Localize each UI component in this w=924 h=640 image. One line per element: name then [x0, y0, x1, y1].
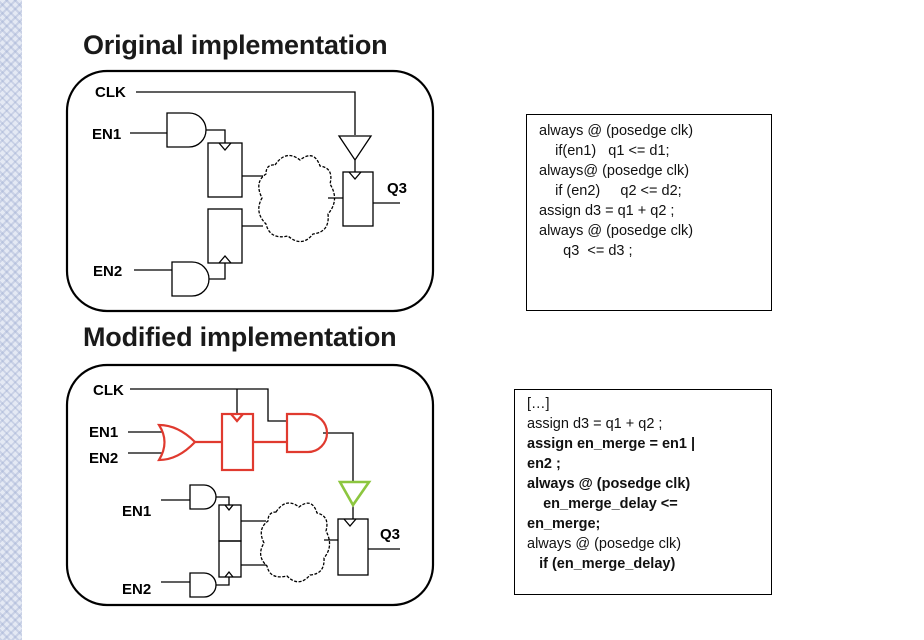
clk-wire [136, 91, 356, 135]
and-gate-en1 [189, 484, 217, 510]
clock-pin [230, 413, 244, 423]
code-line: always @ (posedge clk) [539, 223, 694, 239]
flop-en-merge-delay [220, 412, 255, 472]
original-frame [65, 69, 435, 313]
and-gate-en2 [171, 261, 210, 297]
en1-label: EN1 [92, 126, 121, 143]
code-line: assign d3 = q1 + q2 ; [539, 203, 675, 219]
en2-label: EN2 [89, 450, 118, 467]
added-clock-gating-logic [156, 412, 329, 472]
code-line: assign en_merge = en1 | [527, 436, 696, 452]
clock-pin [348, 171, 362, 180]
logic-cloud [260, 502, 331, 583]
wire [216, 577, 230, 586]
wire [241, 520, 338, 566]
q3-label: Q3 [387, 180, 407, 197]
clock-buffer [337, 480, 372, 508]
flop-q2 [218, 540, 242, 578]
flop-q1 [207, 142, 243, 198]
wire [206, 129, 226, 143]
original-circuit [65, 69, 435, 313]
code-line: if (en2) q2 <= d2; [539, 183, 682, 199]
clock-buffer [337, 135, 373, 162]
code-line: en2 ; [527, 456, 561, 472]
en1-label: EN1 [89, 424, 118, 441]
clock-pin [218, 255, 232, 264]
clk-wire [130, 388, 287, 422]
code-line: if (en_merge_delay) [527, 556, 676, 572]
or-gate-en-merge [156, 423, 197, 462]
slide-side-stripe [0, 0, 22, 640]
modified-heading: Modified implementation [83, 322, 397, 352]
code-line: en_merge; [527, 516, 601, 532]
code-line: en_merge_delay <= [527, 496, 678, 512]
wire [216, 496, 230, 505]
q3-label: Q3 [380, 526, 400, 543]
en1-label: EN1 [122, 503, 151, 520]
modified-frame [65, 363, 435, 607]
modified-code: […] assign d3 = q1 + q2 ; assign en_merge … [527, 394, 771, 574]
wire [209, 263, 226, 280]
wire [242, 175, 343, 227]
en-wires [128, 431, 162, 454]
code-line: always @ (posedge clk) [539, 123, 694, 139]
code-line: assign d3 = q1 + q2 ; [527, 416, 663, 432]
clock-pin [224, 570, 234, 578]
clock-pin [343, 518, 357, 527]
code-line: always @ (posedge clk) [527, 536, 682, 552]
flop-q1 [218, 504, 242, 542]
modified-code-box: […] assign d3 = q1 + q2 ; assign en_merge … [514, 389, 772, 595]
flop-q3 [342, 171, 374, 227]
clock-pin [224, 504, 234, 512]
code-line: […] [527, 396, 550, 412]
and-gate-clock-gate [285, 412, 329, 454]
clk-label: CLK [93, 382, 124, 399]
wire [323, 432, 354, 481]
flop-q2 [207, 208, 243, 264]
original-code-box: always @ (posedge clk) if(en1) q1 <= d1;… [526, 114, 772, 311]
logic-cloud [258, 154, 336, 243]
code-line: always@ (posedge clk) [539, 163, 690, 179]
clk-label: CLK [95, 84, 126, 101]
code-line: q3 <= d3 ; [539, 243, 633, 259]
en2-label: EN2 [93, 263, 122, 280]
and-gate-en2 [189, 572, 217, 598]
and-gate-en1 [166, 112, 207, 148]
code-line: if(en1) q1 <= d1; [539, 143, 670, 159]
modified-labels: CLK EN1 EN2 EN1 EN2 Q3 [89, 382, 400, 598]
modified-circuit [65, 363, 435, 607]
original-code: always @ (posedge clk) if(en1) q1 <= d1;… [539, 121, 771, 261]
code-line: always @ (posedge clk) [527, 476, 691, 492]
clock-pin [218, 142, 232, 151]
flop-q3 [337, 518, 369, 576]
original-labels: CLK EN1 EN2 Q3 [92, 84, 407, 280]
original-heading: Original implementation [83, 30, 388, 60]
en2-label: EN2 [122, 581, 151, 598]
